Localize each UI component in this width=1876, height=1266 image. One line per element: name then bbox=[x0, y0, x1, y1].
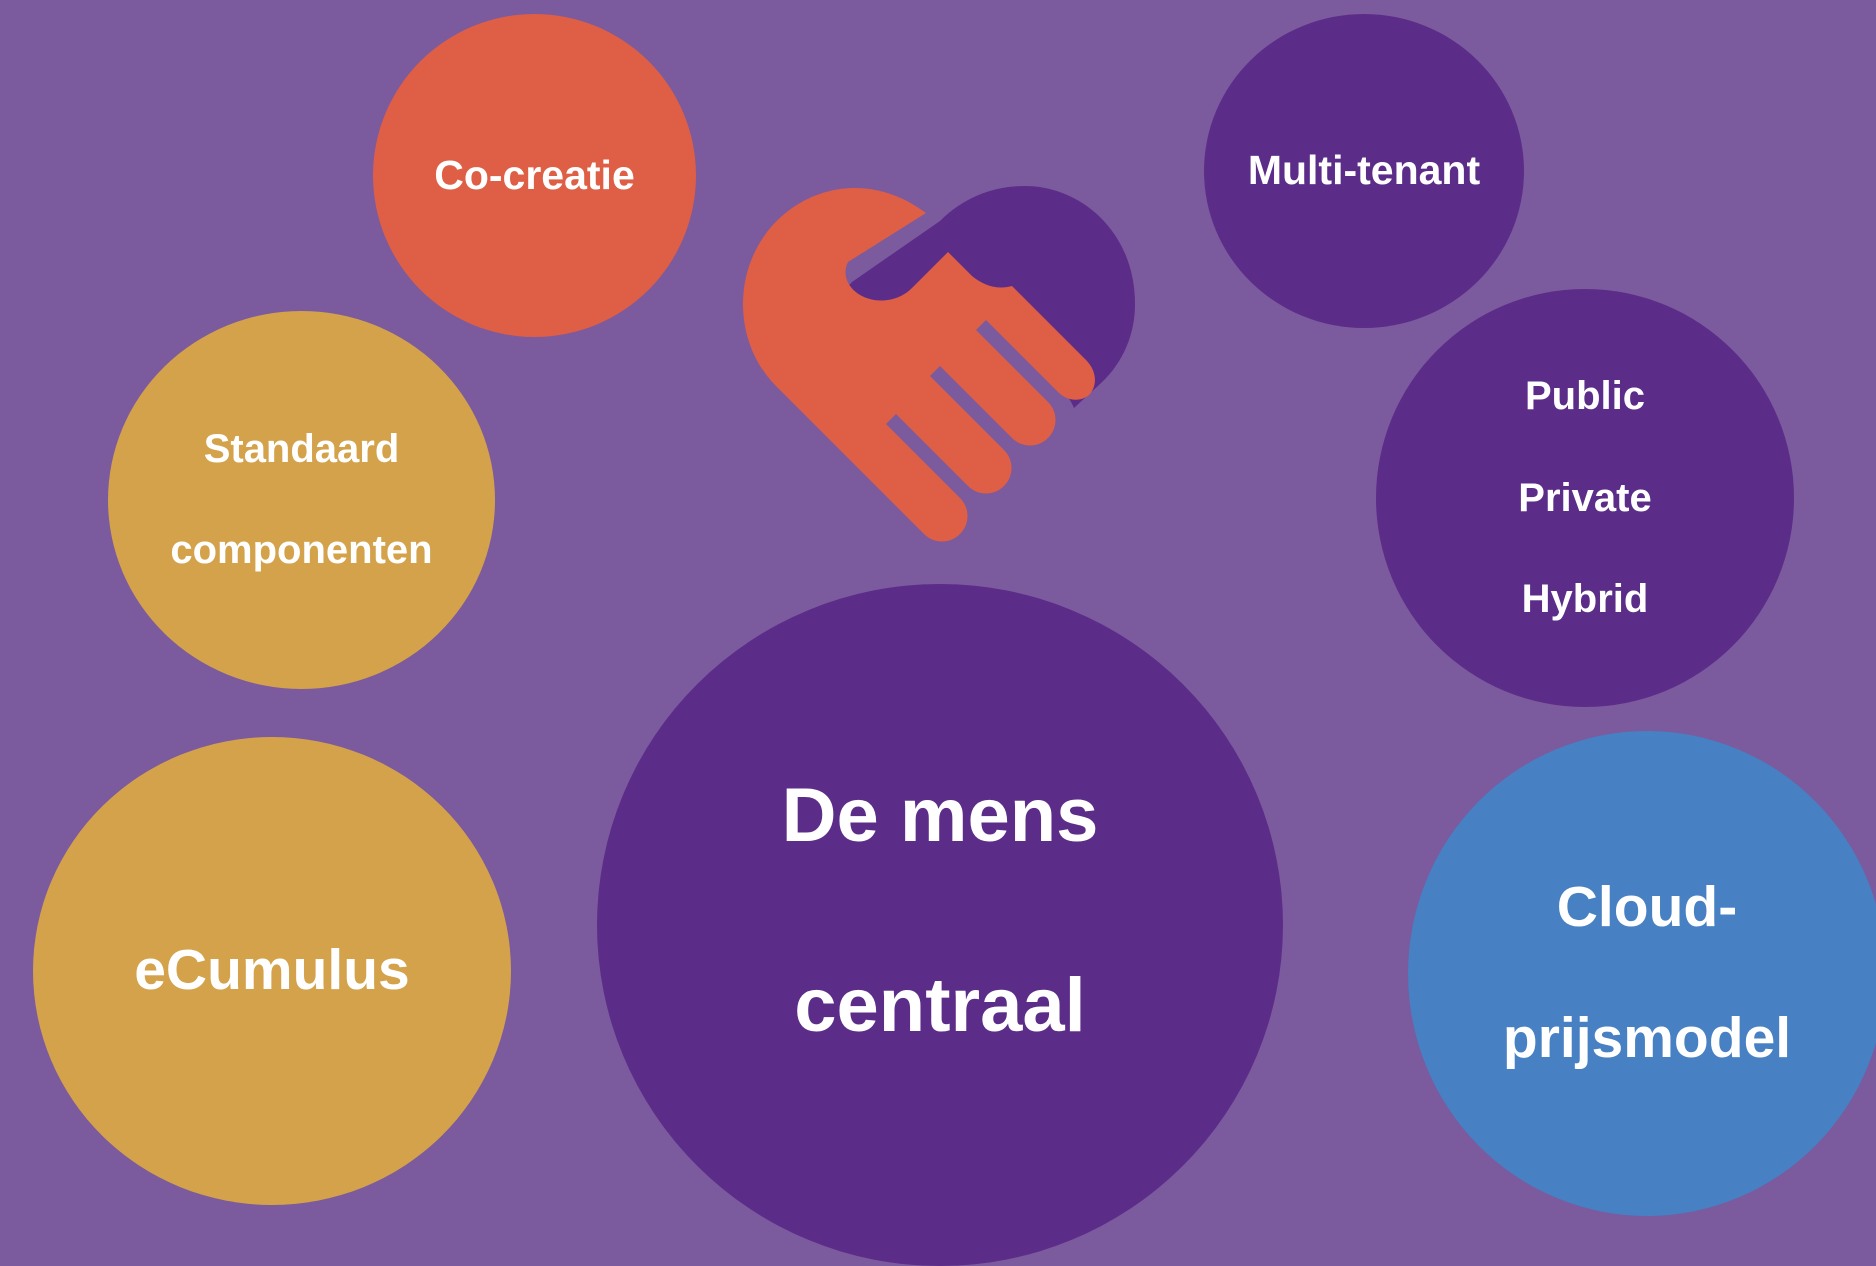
ecumulus-bubble: eCumulus bbox=[33, 737, 511, 1205]
standaard-componenten-bubble: Standaard componenten bbox=[108, 311, 495, 689]
cloud-label-line-2: prijsmodel bbox=[1502, 1006, 1792, 1071]
de-mens-centraal-bubble: De mens centraal bbox=[597, 584, 1283, 1266]
mens-label-line-1: De mens bbox=[781, 772, 1099, 858]
cloud-type-private: Private bbox=[1518, 475, 1652, 520]
multitenant-label: Multi-tenant bbox=[1247, 147, 1481, 194]
handshake-heart-icon bbox=[743, 186, 1135, 542]
mens-label-line-2: centraal bbox=[794, 962, 1086, 1048]
cocreatie-bubble: Co-creatie bbox=[373, 14, 696, 337]
multitenant-bubble: Multi-tenant bbox=[1204, 14, 1524, 328]
cloud-type-public: Public bbox=[1524, 374, 1645, 418]
standaard-label-line-1: Standaard bbox=[203, 426, 400, 471]
cloud-types-bubble: Public Private Hybrid bbox=[1376, 289, 1794, 707]
cocreatie-label: Co-creatie bbox=[434, 151, 635, 198]
handshake-coral-hand bbox=[743, 188, 1095, 542]
ecumulus-label: eCumulus bbox=[134, 938, 410, 1003]
cloud-type-hybrid: Hybrid bbox=[1521, 577, 1649, 622]
cloud-label-line-1: Cloud- bbox=[1556, 875, 1738, 940]
standaard-label-line-2: componenten bbox=[170, 528, 433, 573]
cloud-prijsmodel-bubble: Cloud- prijsmodel bbox=[1408, 731, 1876, 1216]
